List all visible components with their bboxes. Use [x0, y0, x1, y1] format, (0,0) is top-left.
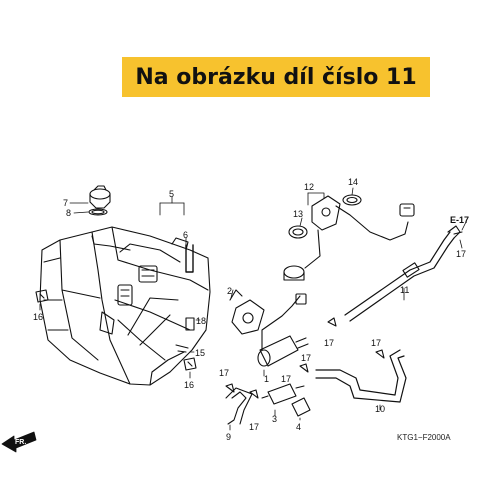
callout-18: 18 [196, 316, 206, 326]
callout-17f: 17 [301, 353, 311, 363]
front-arrow-icon: FR. [1, 431, 37, 453]
callout-17e: 17 [249, 422, 259, 432]
fuel-strainer [229, 289, 265, 335]
callout-8: 8 [66, 208, 71, 218]
callout-17b: 17 [324, 338, 334, 348]
callout-4: 4 [296, 422, 301, 432]
hose-9 [225, 387, 253, 425]
callout-10: 10 [375, 404, 385, 414]
callout-1: 1 [264, 374, 269, 384]
callout-2: 2 [227, 286, 232, 296]
bolt-16b [183, 357, 197, 371]
callout-17g: 17 [281, 374, 291, 384]
callout-16b: 16 [184, 380, 194, 390]
banner-text: Na obrázku díl číslo 11 [135, 64, 417, 90]
cap-gasket [88, 208, 108, 216]
inline-filter [261, 383, 305, 405]
pump-seal [288, 225, 308, 239]
part-number-banner: Na obrázku díl číslo 11 [122, 57, 430, 97]
clip-18 [185, 317, 195, 331]
callout-6: 6 [183, 230, 188, 240]
callout-11: 11 [400, 285, 409, 295]
pump-retainer [342, 194, 362, 206]
fuel-tube [344, 225, 461, 322]
fuel-filter [257, 293, 309, 367]
callout-9: 9 [226, 432, 231, 442]
fuel-pump-unit [283, 195, 415, 281]
callout-13: 13 [293, 209, 303, 219]
section-ref: E-17 [450, 215, 469, 225]
callout-17d: 17 [219, 368, 229, 378]
bolt-16 [35, 289, 49, 303]
callout-16a: 16 [33, 312, 43, 322]
front-label: FR. [15, 439, 26, 446]
breather-hose [185, 244, 194, 273]
diagram-ref-code: KTG1−F2000A [397, 433, 451, 442]
callout-3: 3 [272, 414, 277, 424]
clips-17 [225, 231, 463, 399]
clip-15 [175, 344, 189, 353]
callout-17a: 17 [456, 249, 466, 259]
callout-5: 5 [169, 189, 174, 199]
filler-cap [89, 185, 111, 209]
callout-12: 12 [304, 182, 314, 192]
callout-14: 14 [348, 177, 358, 187]
callout-7: 7 [63, 198, 68, 208]
hose-clamp [291, 397, 311, 417]
return-hose [315, 349, 407, 403]
callout-15: 15 [195, 348, 205, 358]
fuel-tank [39, 226, 211, 386]
leader-lines [39, 187, 467, 431]
callout-17c: 17 [371, 338, 381, 348]
